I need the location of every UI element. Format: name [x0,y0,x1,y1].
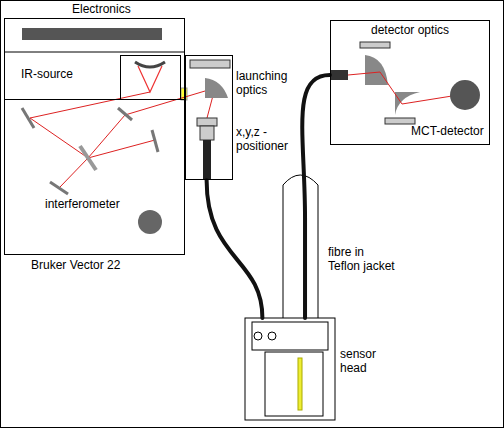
sensor-head: sensor head [245,318,390,420]
fibre-connector [331,70,348,80]
ir-beam [30,92,155,158]
node-label: MCT-detector [411,125,484,139]
spectrometer-housing: ElectronicsBruker Vector 22IR-sourceinte… [4,18,185,255]
node-label: launching optics [236,70,298,98]
sensor-head-body [245,318,335,420]
optics-mount [190,60,230,68]
probe-rod [283,175,318,330]
screw [254,332,262,340]
electronics-board [22,28,162,40]
fixed-mirror [152,130,158,152]
ir-source-box: IR-source [120,55,181,100]
launching-optics-box: launching opticsx,y,z - positioner [185,55,233,180]
parabolic-mirror [365,55,388,85]
node-label: sensor head [340,348,388,376]
node-label: Bruker Vector 22 [31,259,120,273]
screw [268,332,276,340]
node-label: x,y,z - positioner [236,126,298,154]
detector-optics-box: detector opticsMCT-detector [330,20,490,145]
beam-splitter [80,146,96,170]
electronics-divider [5,52,184,53]
node-label: detector optics [371,24,449,38]
sensor-holder [265,352,323,416]
optical-fibre [302,75,330,318]
source-mirror [135,62,165,67]
fibre-label: fibre in Teflon jacket [328,246,398,274]
parabolic-mirror [205,78,228,98]
optics-mount [360,42,390,48]
node-label: Electronics [72,3,131,17]
clamp-plate [252,322,328,350]
laser-unit [138,210,162,234]
mct-detector [450,80,480,110]
ir-beam [60,158,88,187]
optics-mount [385,118,415,124]
optical-fibre [207,180,263,318]
positioner-block [200,126,214,140]
mirror [22,108,34,128]
moving-mirror [50,182,68,194]
sensing-element [298,358,302,410]
fibre-connector [203,140,211,180]
mirror [118,108,132,120]
ir-beam [348,72,452,104]
positioner-plate [197,118,217,126]
source-beam [138,66,162,92]
interferometer-compartment: interferometer [5,99,184,255]
node-label: interferometer [45,198,120,212]
node-label: IR-source [21,68,73,82]
